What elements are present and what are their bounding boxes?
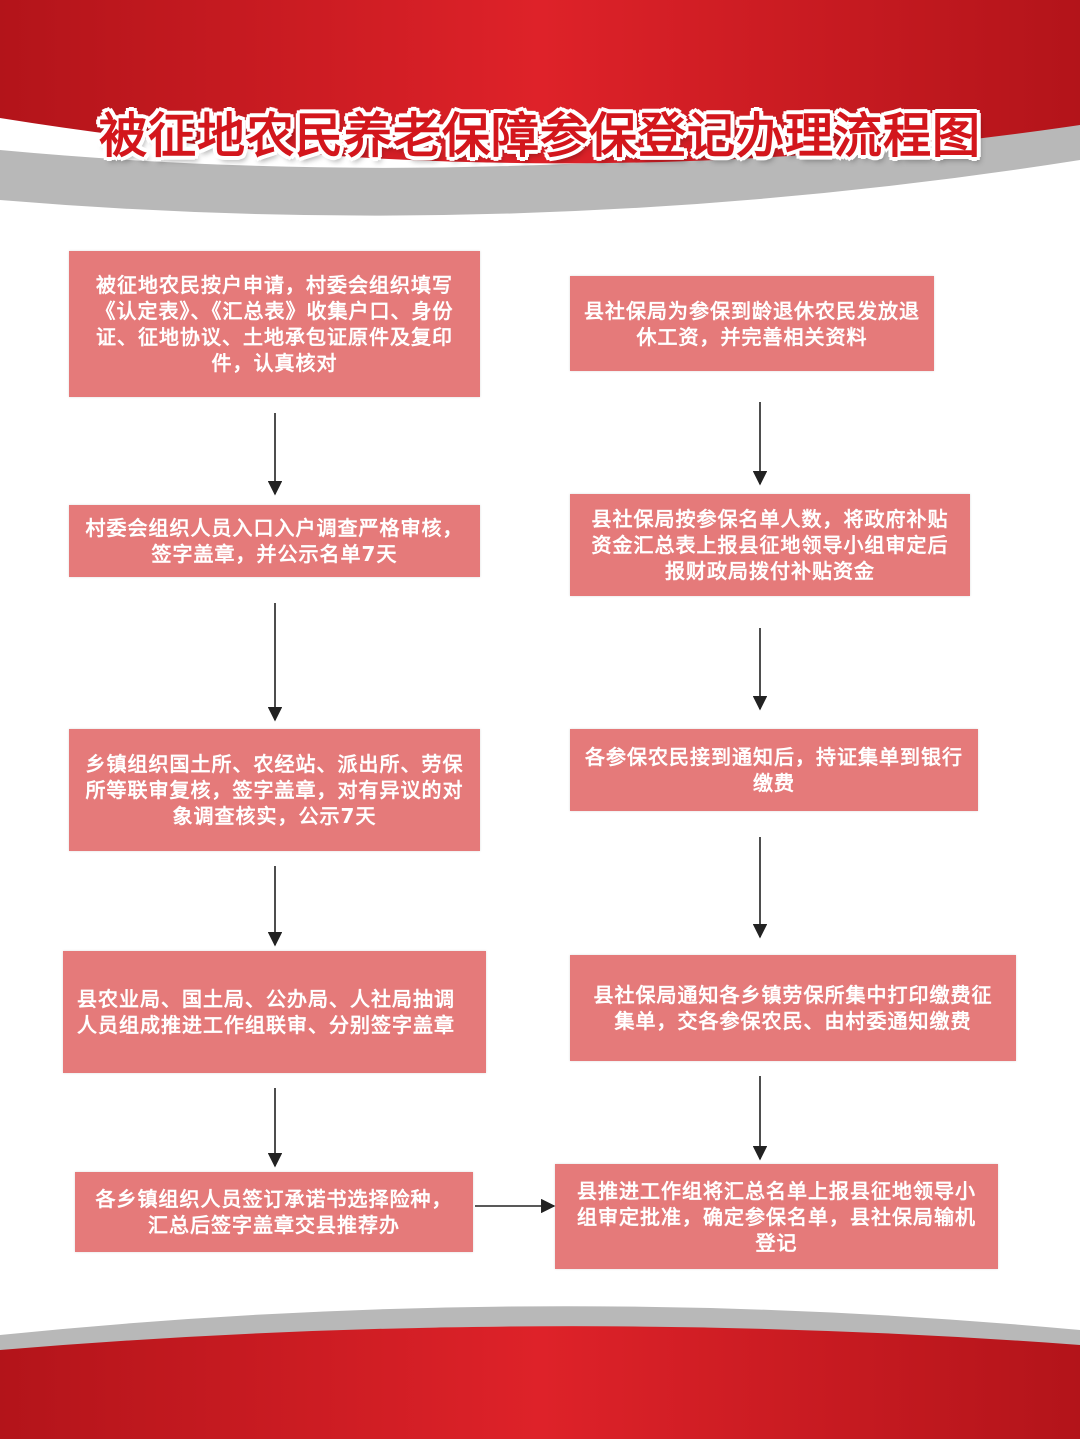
step-box-right-1: 县社保局为参保到龄退休农民发放退休工资，并完善相关资料 (570, 276, 934, 371)
step-box-left-1: 被征地农民按户申请，村委会组织填写《认定表》、《汇总表》收集户口、身份证、征地协… (69, 251, 480, 397)
step-text: 县社保局通知各乡镇劳保所集中打印缴费征集单，交各参保农民、由村委通知缴费 (593, 983, 993, 1033)
step-text: 村委会组织人员入口入户调查严格审核，签字盖章，并公示名单7天 (85, 516, 464, 566)
step-text: 各参保农民接到通知后，持证集单到银行缴费 (585, 745, 963, 795)
step-text: 县社保局为参保到龄退休农民发放退休工资，并完善相关资料 (584, 298, 920, 349)
step-box-left-2: 村委会组织人员入口入户调查严格审核，签字盖章，并公示名单7天 (69, 505, 480, 577)
top-banner-gray-swoosh (0, 110, 1080, 216)
step-box-right-5: 县推进工作组将汇总名单上报县征地领导小组审定批准，确定参保名单，县社保局输机登记 (555, 1164, 998, 1269)
top-banner-red (0, 0, 1080, 164)
step-box-left-4: 县农业局、国土局、公办局、人社局抽调人员组成推进工作组联审、分别签字盖章 (63, 951, 486, 1073)
bottom-banner-gray-swoosh (0, 1306, 1080, 1355)
step-box-right-3: 各参保农民接到通知后，持证集单到银行缴费 (570, 729, 978, 811)
step-text: 被征地农民按户申请，村委会组织填写《认定表》、《汇总表》收集户口、身份证、征地协… (95, 273, 454, 375)
step-box-left-5: 各乡镇组织人员签订承诺书选择险种，汇总后签字盖章交县推荐办 (75, 1172, 473, 1252)
step-box-left-3: 乡镇组织国土所、农经站、派出所、劳保所等联审复核，签字盖章，对有异议的对象调查核… (69, 729, 480, 851)
step-text: 县社保局按参保名单人数，将政府补贴资金汇总表上报县征地领导小组审定后报财政局拨付… (591, 507, 949, 583)
step-text: 县农业局、国土局、公办局、人社局抽调人员组成推进工作组联审、分别签字盖章 (77, 987, 455, 1037)
step-box-right-4: 县社保局通知各乡镇劳保所集中打印缴费征集单，交各参保农民、由村委通知缴费 (570, 955, 1016, 1061)
step-text: 各乡镇组织人员签订承诺书选择险种，汇总后签字盖章交县推荐办 (95, 1187, 453, 1237)
bottom-banner-red (0, 1326, 1080, 1439)
page-title: 被征地农民养老保障参保登记办理流程图 (98, 108, 981, 164)
step-text: 县推进工作组将汇总名单上报县征地领导小组审定批准，确定参保名单，县社保局输机登记 (577, 1178, 976, 1255)
step-text: 乡镇组织国土所、农经站、派出所、劳保所等联审复核，签字盖章，对有异议的对象调查核… (85, 752, 464, 828)
step-box-right-2: 县社保局按参保名单人数，将政府补贴资金汇总表上报县征地领导小组审定后报财政局拨付… (570, 494, 970, 596)
